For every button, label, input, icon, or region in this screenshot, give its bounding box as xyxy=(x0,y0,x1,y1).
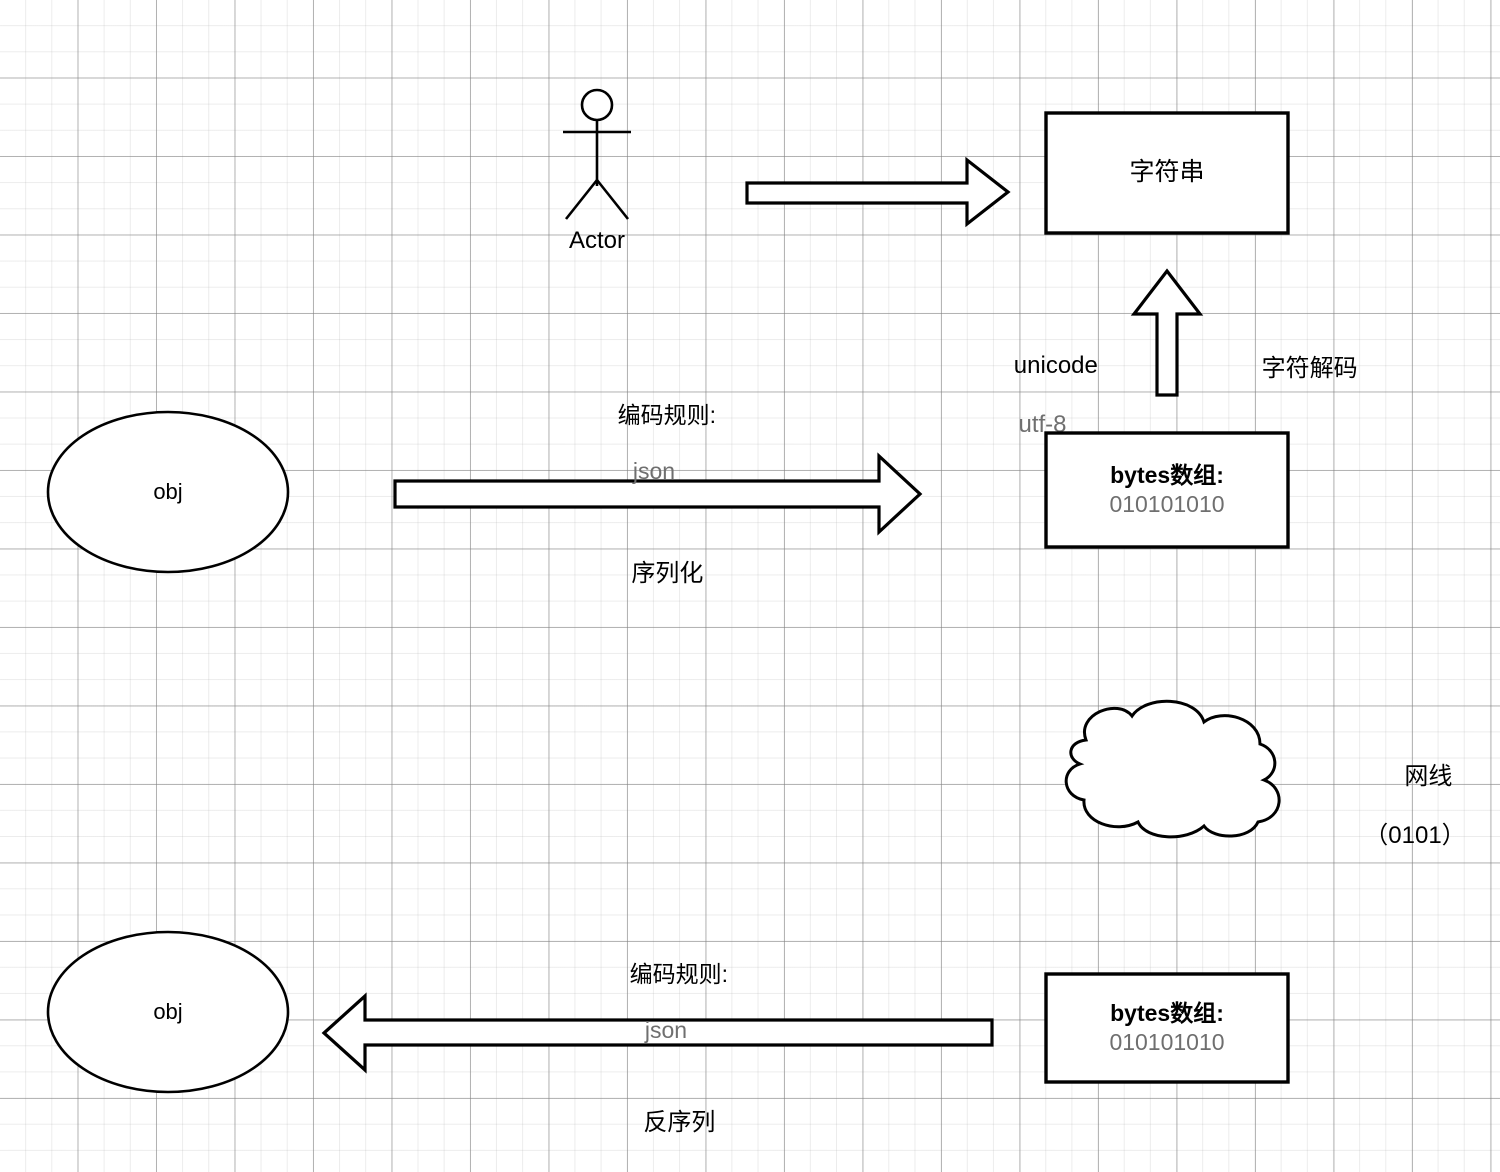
serialize-encoding-label: 编码规则: json xyxy=(566,373,742,541)
serialize-encoding-sub: json xyxy=(632,458,676,485)
obj-ellipse-bottom[interactable] xyxy=(45,929,291,1095)
network-cloud-label-line1: 网线 xyxy=(1404,763,1453,791)
deserialize-arrow[interactable] xyxy=(320,992,996,1074)
network-cloud-label: 网线 （0101） xyxy=(1330,733,1500,909)
bytes-box-top[interactable] xyxy=(1044,431,1290,549)
decode-action-text: 字符解码 xyxy=(1261,355,1358,383)
actor-to-string-arrow[interactable] xyxy=(745,155,1011,229)
string-box[interactable] xyxy=(1044,111,1290,235)
deserialize-action-text: 反序列 xyxy=(643,1109,716,1137)
network-cloud[interactable] xyxy=(1046,699,1292,839)
deserialize-encoding-sub: json xyxy=(644,1017,688,1044)
actor-figure[interactable] xyxy=(540,88,660,223)
serialize-encoding-main: 编码规则: xyxy=(617,402,716,429)
bytes-box-bottom[interactable] xyxy=(1044,972,1290,1084)
obj-ellipse-top[interactable] xyxy=(45,409,291,575)
decode-up-arrow[interactable] xyxy=(1130,268,1204,398)
decode-encoding-label: unicode utf-8 xyxy=(955,322,1130,498)
serialize-action-label: 序列化 xyxy=(566,530,742,618)
deserialize-encoding-label: 编码规则: json xyxy=(578,932,754,1100)
decode-action-label: 字符解码 xyxy=(1235,325,1395,413)
deserialize-encoding-main: 编码规则: xyxy=(629,961,728,988)
actor-label: Actor xyxy=(568,227,625,254)
deserialize-action-label: 反序列 xyxy=(578,1079,754,1167)
decode-encoding-main: unicode xyxy=(1013,352,1098,380)
serialize-action-text: 序列化 xyxy=(631,560,704,588)
network-cloud-label-line2: （0101） xyxy=(1364,821,1466,849)
actor-label-wrap: Actor xyxy=(517,226,677,256)
serialize-arrow[interactable] xyxy=(393,452,923,536)
